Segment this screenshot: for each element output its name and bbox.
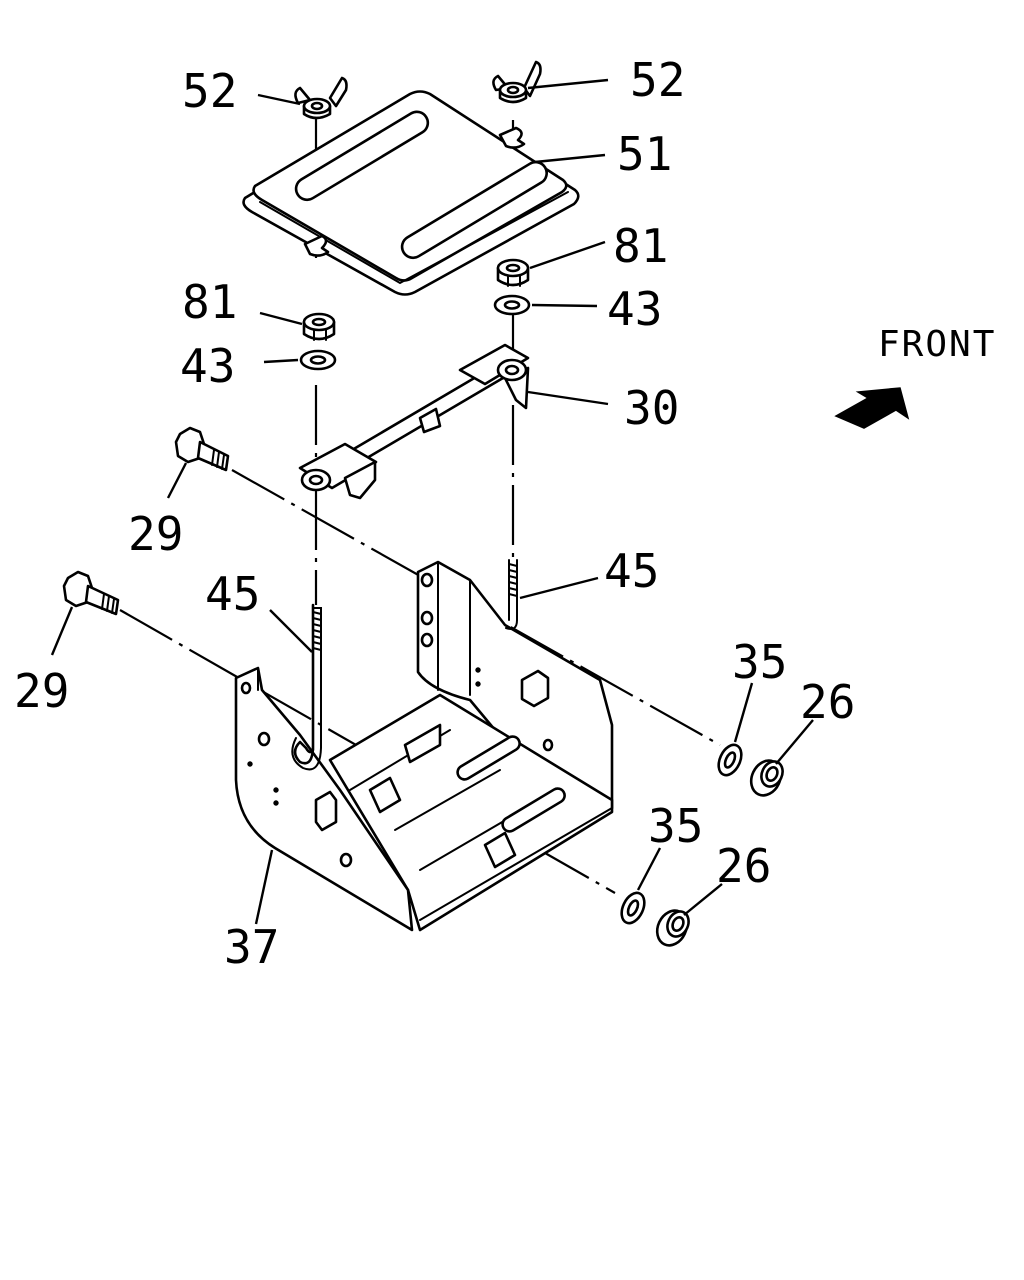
front-label: FRONT <box>878 324 996 365</box>
wing-nut-52-left <box>294 76 348 120</box>
callout-labels: 52 52 51 81 81 43 43 30 29 29 45 45 35 3… <box>14 53 855 974</box>
front-arrow-icon <box>834 387 910 429</box>
flange-nut-26-right <box>749 759 784 797</box>
callout-29-lower: 29 <box>14 664 69 718</box>
flange-bolt-29-lower <box>62 570 120 616</box>
hold-down-clamp-30 <box>298 343 530 500</box>
hex-nut-81-left <box>302 312 336 341</box>
washer-35-left <box>620 891 646 925</box>
battery-cover-51 <box>242 90 580 296</box>
callout-35-left: 35 <box>648 799 703 853</box>
callout-43-right: 43 <box>607 282 662 336</box>
callout-52-right: 52 <box>630 53 685 107</box>
washer-43-left <box>299 349 337 371</box>
leader-lines <box>50 78 814 925</box>
wing-nut-52-right <box>492 60 542 104</box>
callout-29-upper: 29 <box>128 507 183 561</box>
callout-26-right: 26 <box>800 675 855 729</box>
callout-43-left: 43 <box>180 339 235 393</box>
flange-bolt-29-upper <box>174 426 230 472</box>
callout-52-left: 52 <box>182 64 237 118</box>
j-bolt-45-left <box>291 603 322 771</box>
callout-45-left: 45 <box>205 567 260 621</box>
hex-nut-81-right <box>496 258 530 287</box>
callout-81-left: 81 <box>182 275 237 329</box>
callout-26-left: 26 <box>716 839 771 893</box>
flange-nut-26-left <box>655 909 690 947</box>
callout-37: 37 <box>224 920 279 974</box>
j-bolt-45-right <box>505 559 518 630</box>
washer-35-right <box>717 743 743 777</box>
callout-35-right: 35 <box>732 635 787 689</box>
washer-43-right <box>493 294 531 316</box>
callout-30: 30 <box>624 381 679 435</box>
callout-51: 51 <box>617 127 672 181</box>
callout-45-right: 45 <box>604 544 659 598</box>
callout-81-right: 81 <box>613 219 668 273</box>
